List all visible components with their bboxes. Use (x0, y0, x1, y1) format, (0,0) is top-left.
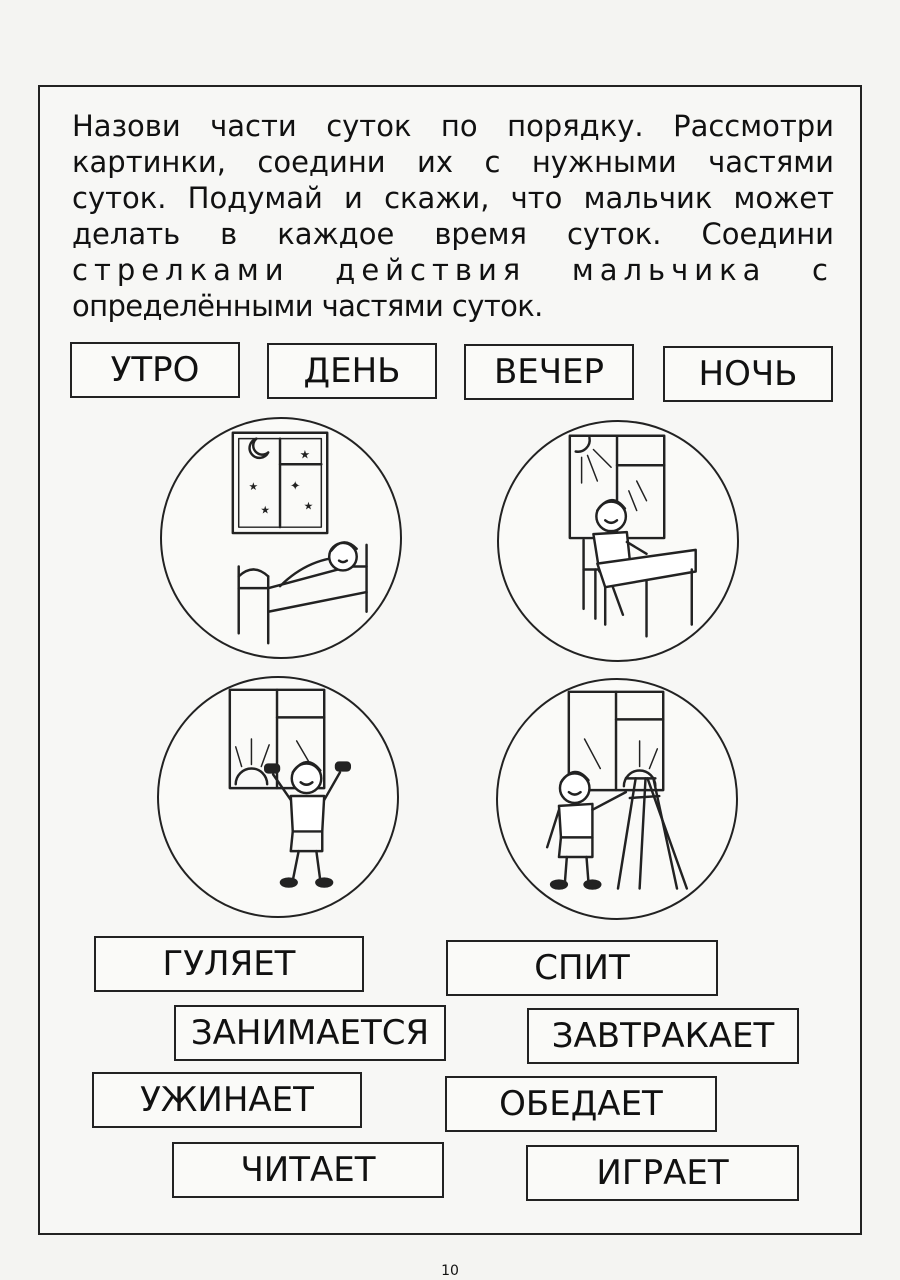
instruction-line: Назови части суток по порядку. Рассмотри (72, 109, 834, 143)
picture-writing[interactable] (497, 420, 739, 662)
instruction-line: определёнными частями суток. (72, 289, 543, 323)
time-box-morning[interactable]: УТРО (70, 342, 240, 398)
time-box-evening[interactable]: ВЕЧЕР (464, 344, 634, 400)
instruction-line: суток. Подумай и скажи, что мальчик може… (72, 181, 834, 215)
action-box-plays[interactable]: ИГРАЕТ (526, 1145, 799, 1201)
time-box-day[interactable]: ДЕНЬ (267, 343, 437, 399)
action-box-has-supper[interactable]: УЖИНАЕТ (92, 1072, 362, 1128)
boy-painting-icon (545, 770, 628, 890)
task-instructions: Назови части суток по порядку. Рассмотри… (72, 108, 834, 324)
action-box-sleeps[interactable]: СПИТ (446, 940, 718, 996)
svg-text:★: ★ (304, 499, 314, 512)
action-box-has-breakfast[interactable]: ЗАВТРАКАЕТ (527, 1008, 799, 1064)
action-box-walks[interactable]: ГУЛЯЕТ (94, 936, 364, 992)
boy-at-desk-icon (582, 498, 697, 638)
night-window-icon: ★ ★ ✦ ★ ★ (231, 431, 329, 535)
bed-icon (237, 541, 368, 645)
boy-exercising-icon (263, 760, 352, 888)
sunrise-window-icon (228, 688, 326, 790)
picture-sleeping[interactable]: ★ ★ ✦ ★ ★ (160, 417, 402, 659)
sunset-window-icon (567, 690, 665, 792)
picture-painting[interactable] (496, 678, 738, 920)
picture-exercise[interactable] (157, 676, 399, 918)
svg-text:★: ★ (260, 503, 270, 516)
easel-icon (616, 777, 689, 890)
action-box-reads[interactable]: ЧИТАЕТ (172, 1142, 444, 1198)
svg-text:★: ★ (300, 447, 311, 461)
action-box-has-lunch[interactable]: ОБЕДАЕТ (445, 1076, 717, 1132)
svg-text:★: ★ (249, 480, 259, 493)
action-box-studies[interactable]: ЗАНИМАЕТСЯ (174, 1005, 446, 1061)
instruction-line: картинки, соедини их с нужными частями (72, 145, 834, 179)
instruction-line: делать в каждое время суток. Соедини (72, 217, 834, 251)
time-box-night[interactable]: НОЧЬ (663, 346, 833, 402)
page-number: 10 (441, 1263, 459, 1279)
instruction-line: стрелками действия мальчика с (72, 253, 834, 287)
svg-text:✦: ✦ (290, 479, 301, 494)
